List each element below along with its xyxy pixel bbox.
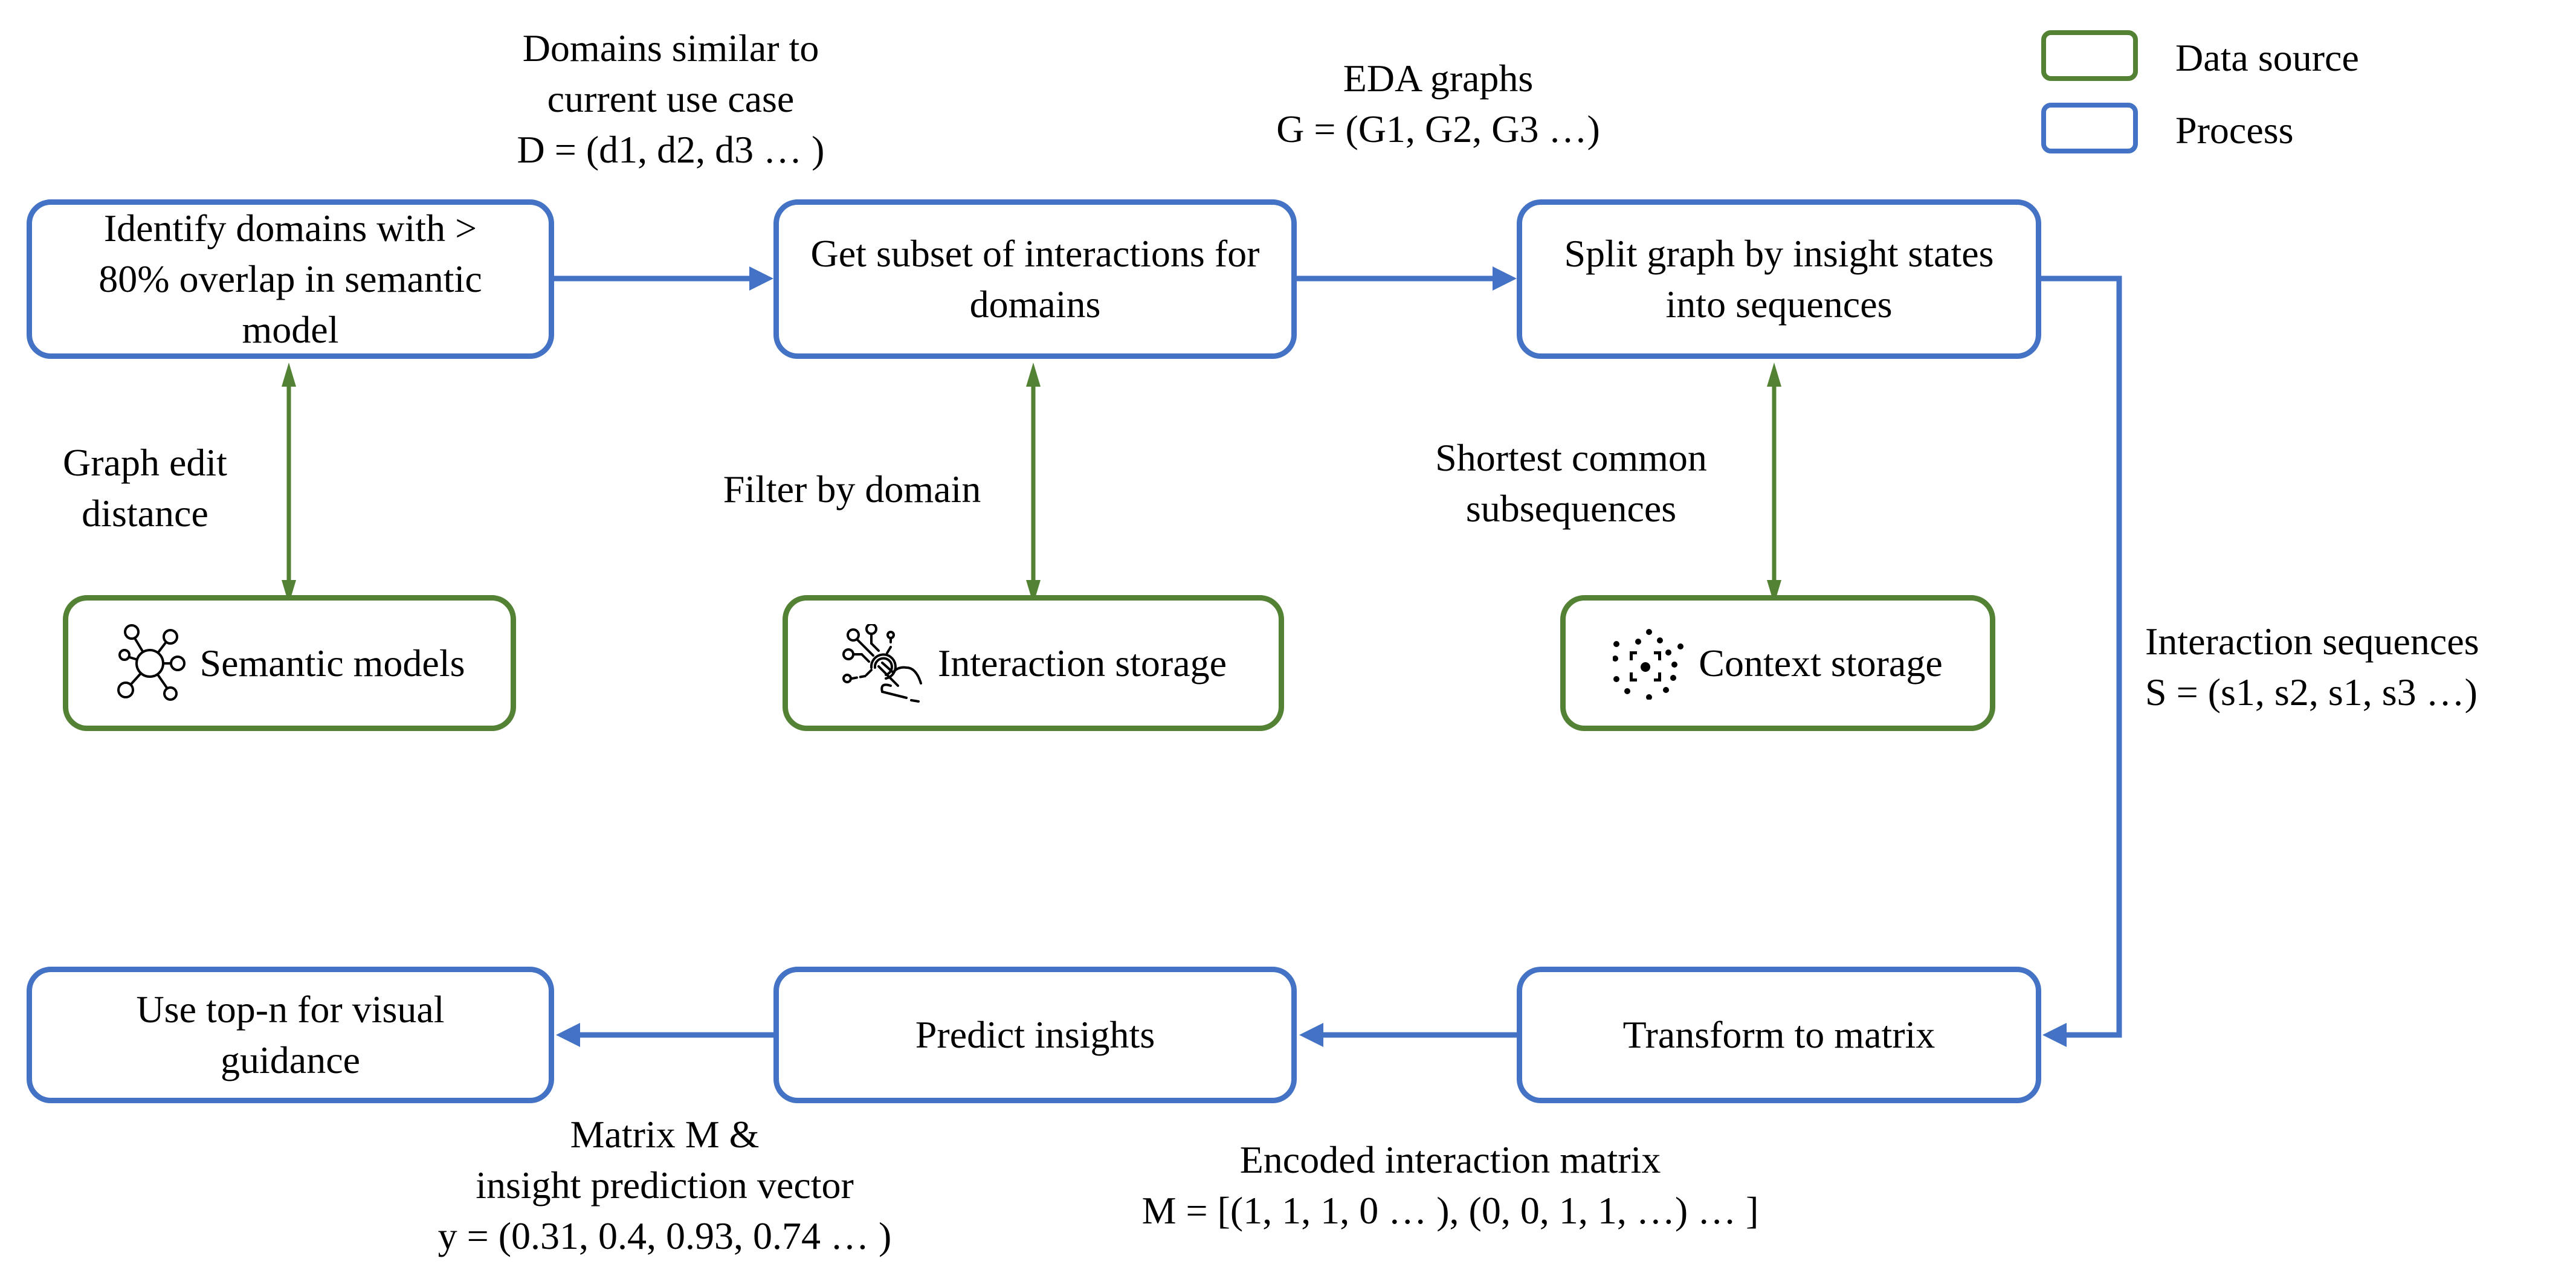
touch-interaction-icon bbox=[840, 624, 925, 703]
matrix-annotation-line2: M = [(1, 1, 1, 0 … ), (0, 0, 1, 1, …) … … bbox=[1141, 1189, 1759, 1232]
arrow-split-to-transform bbox=[2041, 276, 2122, 1047]
eda-annotation-line1: EDA graphs bbox=[1343, 57, 1534, 100]
source-context-storage-label: Context storage bbox=[1699, 641, 1943, 685]
process-use-topn-label: Use top-n for visual guidance bbox=[136, 988, 445, 1081]
legend-swatch-process bbox=[2041, 103, 2138, 153]
prediction-annotation: Matrix M & insight prediction vector y =… bbox=[393, 1109, 937, 1262]
source-context-storage: Context storage bbox=[1560, 595, 1995, 731]
arrow-interaction-bidirectional bbox=[1026, 362, 1041, 604]
graph-edit-distance-label: Graph edit distance bbox=[48, 437, 242, 539]
prediction-annotation-line1: Matrix M & bbox=[570, 1113, 760, 1156]
domains-annotation-line2: current use case bbox=[547, 77, 795, 120]
legend-swatch-data-source bbox=[2041, 30, 2138, 81]
source-semantic-models-label: Semantic models bbox=[199, 641, 465, 685]
prediction-annotation-line2: insight prediction vector bbox=[476, 1164, 854, 1207]
domains-annotation-line3: D = (d1, d2, d3 … ) bbox=[517, 128, 825, 171]
process-get-subset: Get subset of interactions for domains bbox=[773, 199, 1297, 359]
shortest-common-line2: subsequences bbox=[1465, 487, 1677, 530]
source-semantic-models: Semantic models bbox=[63, 595, 516, 731]
domains-annotation: Domains similar to current use case D = … bbox=[459, 23, 882, 175]
arrow-identify-to-subset bbox=[554, 266, 773, 291]
arrow-semantic-bidirectional bbox=[282, 362, 296, 604]
focus-dots-icon bbox=[1613, 627, 1685, 700]
process-split-graph-label: Split graph by insight states into seque… bbox=[1564, 232, 1994, 326]
matrix-annotation-line1: Encoded interaction matrix bbox=[1239, 1138, 1661, 1181]
process-predict-insights: Predict insights bbox=[773, 967, 1297, 1103]
domains-annotation-line1: Domains similar to bbox=[522, 27, 819, 69]
shortest-common-line1: Shortest common bbox=[1435, 436, 1707, 479]
interaction-sequences-line1: Interaction sequences bbox=[2145, 620, 2479, 663]
process-identify-domains-label: Identify domains with > 80% overlap in s… bbox=[98, 207, 482, 351]
arrow-subset-to-split bbox=[1297, 266, 1517, 291]
prediction-annotation-line3: y = (0.31, 0.4, 0.93, 0.74 … ) bbox=[437, 1214, 892, 1257]
graph-edit-distance-line1: Graph edit bbox=[63, 441, 227, 484]
source-interaction-storage: Interaction storage bbox=[783, 595, 1284, 731]
arrow-predict-to-topn bbox=[556, 1023, 773, 1047]
process-identify-domains: Identify domains with > 80% overlap in s… bbox=[27, 199, 554, 359]
process-get-subset-label: Get subset of interactions for domains bbox=[810, 232, 1260, 326]
shortest-common-subsequences-label: Shortest common subsequences bbox=[1390, 433, 1752, 534]
matrix-annotation: Encoded interaction matrix M = [(1, 1, 1… bbox=[1057, 1135, 1843, 1236]
process-predict-insights-label: Predict insights bbox=[915, 1013, 1155, 1056]
process-use-topn: Use top-n for visual guidance bbox=[27, 967, 554, 1103]
source-interaction-storage-label: Interaction storage bbox=[938, 641, 1227, 685]
network-hub-icon bbox=[114, 621, 186, 706]
graph-edit-distance-line2: distance bbox=[82, 492, 208, 535]
arrow-context-bidirectional bbox=[1767, 362, 1781, 604]
interaction-sequences-annotation: Interaction sequences S = (s1, s2, s1, s… bbox=[2145, 616, 2479, 718]
filter-by-domain-label: Filter by domain bbox=[723, 468, 981, 511]
eda-annotation-line2: G = (G1, G2, G3 …) bbox=[1276, 108, 1600, 150]
process-transform-matrix: Transform to matrix bbox=[1517, 967, 2041, 1103]
process-split-graph: Split graph by insight states into seque… bbox=[1517, 199, 2041, 359]
eda-annotation: EDA graphs G = (G1, G2, G3 …) bbox=[1166, 53, 1710, 155]
process-transform-matrix-label: Transform to matrix bbox=[1622, 1013, 1935, 1056]
interaction-sequences-line2: S = (s1, s2, s1, s3 …) bbox=[2145, 671, 2478, 714]
arrow-transform-to-predict bbox=[1299, 1023, 1517, 1047]
legend-label-data-source: Data source bbox=[2175, 36, 2359, 79]
legend-label-process: Process bbox=[2175, 109, 2294, 152]
